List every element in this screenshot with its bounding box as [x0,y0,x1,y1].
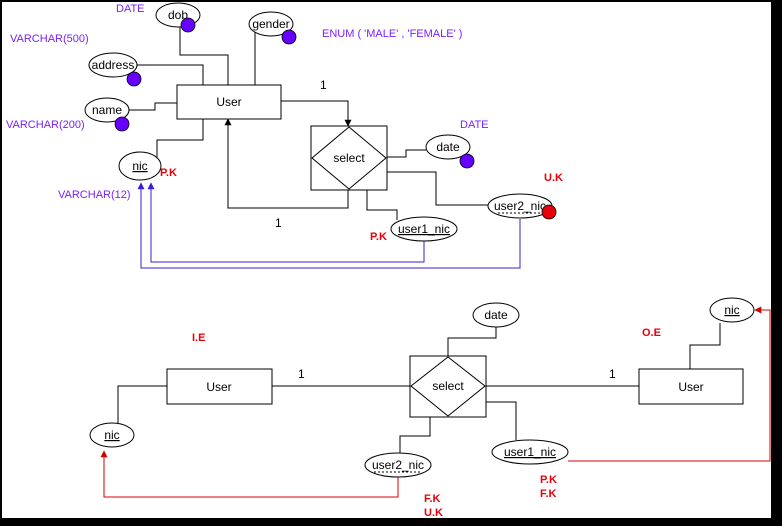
attr-address-label: address [92,58,135,72]
user-entity-bottom-right-label: User [678,380,703,394]
key-uk: U.K [544,172,563,184]
attr-nic-bottom-right-label: nic [724,303,739,317]
user-entity-bottom-left[interactable]: User [166,368,273,405]
type-varchar12: VARCHAR(12) [58,189,131,201]
attr-dob-dot [180,17,196,33]
label-pk-right: P.K [540,474,557,486]
cardinality-one-a: 1 [320,78,327,92]
attr-name-label: name [92,103,122,117]
label-oe: O.E [642,327,661,339]
attr-gender-dot [281,29,297,45]
attr-user2-nic-dot [541,204,557,220]
attr-user1-nic-top[interactable]: user1_nic [390,216,458,242]
attr-user2-nic-bottom[interactable]: user2_nic [364,452,432,478]
cardinality-one-b: 1 [275,216,282,230]
attr-user2-nic-top[interactable]: user2_nic [487,193,553,219]
select-relationship-top[interactable]: select [310,125,388,191]
attr-user1-nic-bottom-label: user1_nic [504,445,556,459]
key-pk-nic: P.K [160,167,177,179]
attr-date-top-label: date [436,140,460,154]
attr-dob-label: dob [168,8,188,22]
attr-date-bottom[interactable]: date [472,302,520,328]
select-relationship-top-label: select [333,151,365,165]
type-enum-gender: ENUM ( 'MALE' , 'FEMALE' ) [322,28,462,40]
attr-nic-bottom-left[interactable]: nic [89,422,135,448]
user-entity-bottom-left-label: User [206,380,231,394]
attr-user1-nic-top-label: user1_nic [398,222,450,236]
label-uk-left: U.K [424,507,443,519]
attr-nic-bottom-right[interactable]: nic [709,297,755,323]
attr-nic-bottom-left-label: nic [104,428,119,442]
attr-date-bottom-label: date [484,308,508,322]
attr-name[interactable]: name [84,97,130,123]
user-entity-bottom-right[interactable]: User [638,368,744,405]
bottom-fk-lines [100,306,771,498]
user-entity-top-label: User [216,95,241,109]
attr-date-top[interactable]: date [425,134,471,160]
attr-date-top-dot [459,153,475,169]
attr-user2-nic-bottom-label: user2_nic [372,458,424,472]
type-varchar500: VARCHAR(500) [10,33,89,45]
cardinality-one-right: 1 [609,367,616,381]
select-relationship-bottom-label: select [432,379,464,393]
label-fk-right: F.K [540,488,557,500]
attr-user1-nic-bottom[interactable]: user1_nic [491,439,569,465]
attr-gender-label: gender [252,17,289,31]
attr-name-dot [114,116,130,132]
type-varchar200: VARCHAR(200) [6,119,85,131]
key-pk-user1: P.K [370,231,387,243]
attr-gender[interactable]: gender [248,11,294,37]
attr-user2-nic-top-label: user2_nic [494,199,546,213]
type-date-rel: DATE [460,119,489,131]
label-ie: I.E [192,332,205,344]
label-fk-left: F.K [424,493,441,505]
top-fk-lines [137,182,521,269]
attr-address-dot [126,71,142,87]
type-date-dob: DATE [116,3,145,15]
attr-nic-top-label: nic [132,159,147,173]
user-entity-top[interactable]: User [176,84,282,120]
attr-nic-top[interactable]: nic [118,151,162,181]
cardinality-one-left: 1 [298,367,305,381]
attr-address[interactable]: address [88,52,138,78]
select-relationship-bottom[interactable]: select [409,355,487,418]
